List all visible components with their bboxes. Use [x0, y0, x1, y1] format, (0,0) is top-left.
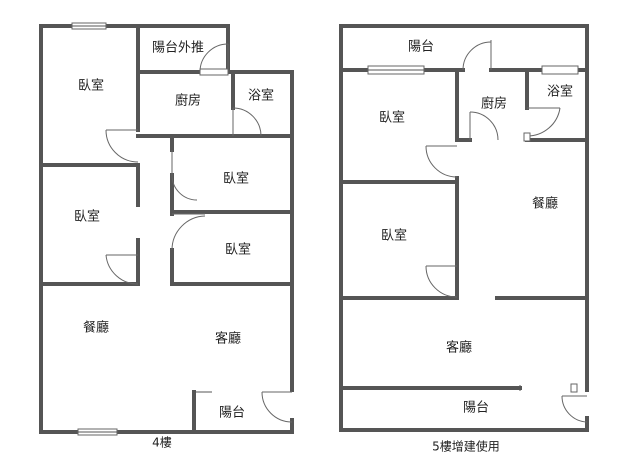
- room-label-bathroom: 浴室: [248, 88, 274, 104]
- floor-4-plan: 臥室 陽台外推 廚房 浴室 臥室 臥室 臥室 餐廳 客廳 陽台 4樓: [39, 22, 294, 450]
- floor-5-doors: [425, 40, 588, 423]
- room-label-balcony-push-out: 陽台外推: [152, 41, 204, 56]
- room-label-living: 客廳: [215, 331, 241, 347]
- room-label-bathroom: 浴室: [547, 84, 573, 100]
- floor-4-caption: 4樓: [152, 435, 172, 450]
- room-label-kitchen: 廚房: [481, 96, 507, 112]
- room-label-bedroom: 臥室: [78, 78, 104, 94]
- floor-4-doors: [105, 43, 293, 423]
- room-label-bedroom: 臥室: [74, 209, 100, 225]
- room-label-dining: 餐廳: [83, 320, 109, 336]
- floor-5-windows: [367, 65, 579, 75]
- room-label-bedroom: 臥室: [223, 171, 249, 187]
- room-label-bedroom: 臥室: [379, 110, 405, 126]
- floor-5-labels: 陽台 臥室 廚房 浴室 餐廳 臥室 客廳 陽台: [379, 40, 573, 416]
- room-label-kitchen: 廚房: [175, 93, 201, 109]
- room-label-balcony: 陽台: [219, 406, 245, 421]
- room-label-dining: 餐廳: [532, 196, 558, 212]
- floor-4-windows: [71, 22, 229, 436]
- floor-5-walls: [339, 24, 589, 432]
- floor-5-plan: 陽台 臥室 廚房 浴室 餐廳 臥室 客廳 陽台 5樓增建使用: [339, 24, 589, 454]
- room-label-balcony: 陽台: [408, 40, 434, 55]
- floor-5-caption: 5樓增建使用: [432, 439, 500, 454]
- floor-4-walls: [39, 24, 294, 434]
- floor-4-labels: 臥室 陽台外推 廚房 浴室 臥室 臥室 臥室 餐廳 客廳 陽台: [74, 41, 274, 421]
- room-label-balcony: 陽台: [463, 401, 489, 416]
- room-label-bedroom: 臥室: [381, 228, 407, 244]
- room-label-bedroom: 臥室: [225, 242, 251, 258]
- room-label-living: 客廳: [446, 340, 472, 356]
